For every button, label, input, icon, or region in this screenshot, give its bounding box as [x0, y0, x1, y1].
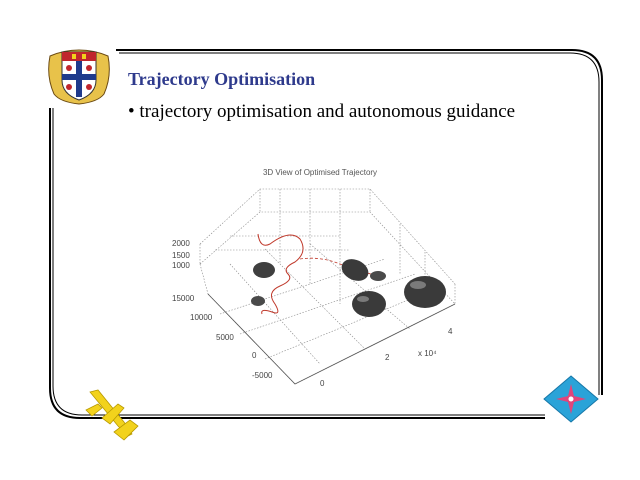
y-tick: -5000: [252, 371, 273, 380]
y-tick: 0: [252, 351, 257, 360]
obstacle-ellipsoid: [370, 271, 386, 281]
obstacle-ellipsoid: [341, 259, 369, 281]
y-tick: 5000: [216, 333, 234, 342]
obstacle-ellipsoid: [251, 296, 265, 306]
university-crest-icon: [48, 49, 110, 105]
obstacle-ellipsoid: [404, 276, 446, 308]
trajectory-path: [257, 233, 304, 315]
bullet-point: • trajectory optimisation and autonomous…: [128, 101, 516, 122]
aircraft-logo-icon: [85, 389, 139, 441]
y-tick: 10000: [190, 313, 213, 322]
obstacle-ellipsoid: [352, 291, 386, 317]
x-tick: 2: [385, 353, 390, 362]
x-axis-exponent: x 10⁴: [418, 349, 437, 358]
figure-title: 3D View of Optimised Trajectory: [262, 168, 378, 177]
obstacle-ellipsoid: [253, 262, 275, 278]
z-tick: 2000: [172, 239, 190, 248]
y-tick: 15000: [172, 294, 195, 303]
trajectory-3d-plot: 2000 1500 1000 15000 10000 5000 0 -5000 …: [172, 188, 456, 388]
star-diamond-logo-icon: [543, 375, 599, 423]
x-tick: 4: [448, 327, 453, 336]
slide-title: Trajectory Optimisation: [128, 69, 316, 89]
z-tick: 1000: [172, 261, 190, 270]
z-tick: 1500: [172, 251, 190, 260]
x-tick: 0: [320, 379, 325, 388]
